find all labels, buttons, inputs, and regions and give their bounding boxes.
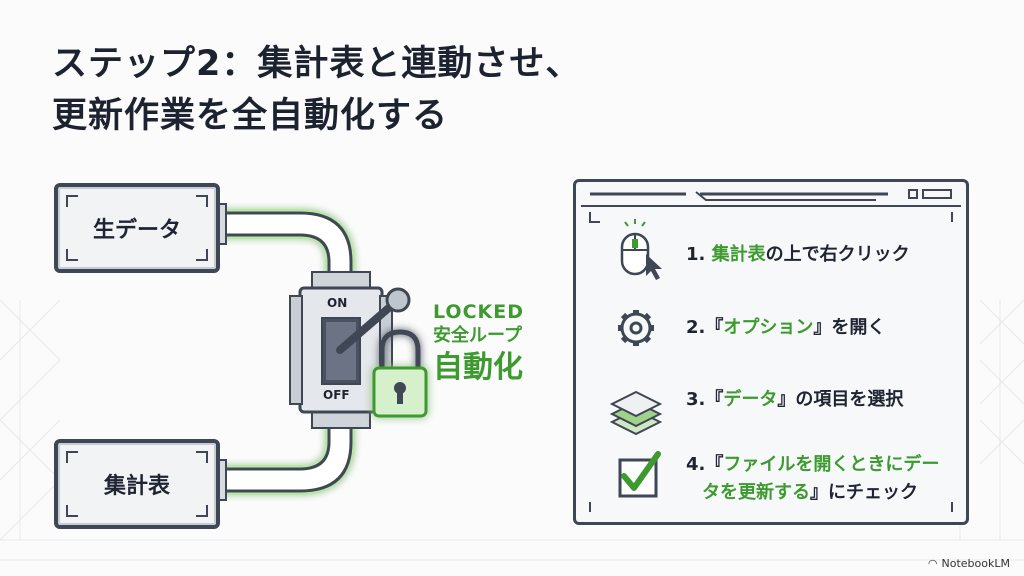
gear-icon bbox=[618, 310, 654, 346]
locked-caption: LOCKED 安全ループ 自動化 bbox=[433, 300, 524, 388]
watermark-label: NotebookLM bbox=[941, 557, 1010, 570]
pipe-bottom bbox=[218, 410, 355, 495]
watermark-logo-icon: ◠ bbox=[927, 557, 938, 570]
step-3-number: 3. bbox=[686, 389, 706, 410]
title-line-1: ステップ2：集計表と連動させ、 bbox=[52, 44, 582, 84]
layers-icon bbox=[609, 390, 663, 436]
step-4-number: 4. bbox=[686, 454, 706, 475]
summary-table-box: 集計表 bbox=[54, 439, 220, 529]
step-1-highlight: 集計表 bbox=[711, 244, 766, 265]
automation-label: 自動化 bbox=[433, 350, 523, 385]
raw-data-label: 生データ bbox=[92, 218, 181, 243]
pipe-top bbox=[218, 209, 355, 290]
step-4-line-2: タを更新する』にチェック bbox=[702, 480, 918, 506]
step-3-bracket: 『 bbox=[705, 389, 724, 410]
step-4-text: 』にチェック bbox=[810, 482, 918, 503]
step-4-highlight: ファイルを開くときにデー bbox=[723, 454, 940, 475]
step-1: 1. 集計表の上で右クリック bbox=[686, 242, 910, 268]
step-4-highlight-2: タを更新する bbox=[702, 482, 810, 503]
switch-on-label: ON bbox=[327, 296, 348, 310]
page-title: ステップ2：集計表と連動させ、 更新作業を全自動化する bbox=[52, 38, 581, 142]
safety-loop-label: 安全ループ bbox=[433, 325, 522, 346]
mouse-click-icon bbox=[620, 219, 662, 280]
step-2-text: 』を開く bbox=[813, 317, 886, 338]
step-3-text: 』の項目を選択 bbox=[777, 389, 904, 410]
locked-label: LOCKED bbox=[433, 301, 524, 323]
step-1-number: 1. bbox=[686, 244, 706, 265]
summary-table-label: 集計表 bbox=[103, 474, 170, 499]
step-1-text: の上で右クリック bbox=[765, 244, 910, 265]
instructions-window: 1. 集計表の上で右クリック 2.『オプション』を開く 3.『データ』の項目を選… bbox=[573, 179, 969, 525]
step-4-bracket: 『 bbox=[705, 454, 724, 475]
notebooklm-watermark: ◠ NotebookLM bbox=[928, 557, 1010, 570]
switch-off-label: OFF bbox=[323, 388, 350, 402]
window-chrome bbox=[581, 189, 961, 512]
step-3-highlight: データ bbox=[723, 389, 778, 410]
step-2-number: 2. bbox=[686, 317, 706, 338]
checkbox-icon bbox=[618, 451, 661, 498]
step-4: 4.『ファイルを開くときにデー bbox=[686, 452, 939, 478]
title-line-2: 更新作業を全自動化する bbox=[52, 96, 449, 136]
step-3: 3.『データ』の項目を選択 bbox=[686, 387, 903, 413]
raw-data-box: 生データ bbox=[54, 183, 220, 273]
step-2-bracket: 『 bbox=[705, 317, 724, 338]
step-2: 2.『オプション』を開く bbox=[686, 315, 885, 341]
step-2-highlight: オプション bbox=[723, 317, 814, 338]
lock-icon bbox=[372, 329, 428, 418]
